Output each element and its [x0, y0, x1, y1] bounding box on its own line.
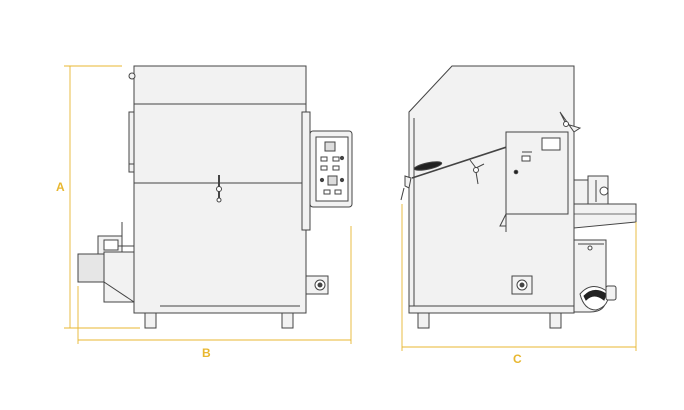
side-view [400, 65, 637, 329]
control-panel [309, 130, 353, 208]
panel-button [320, 156, 328, 162]
outlet-flange [573, 175, 609, 207]
front-foot-right [281, 312, 294, 329]
dimension-label-a: A [56, 180, 65, 194]
dimension-b [77, 226, 352, 344]
panel-light [339, 177, 345, 183]
panel-button [334, 189, 342, 195]
lid-handle [559, 111, 582, 133]
link-rod [411, 141, 523, 179]
side-foot-left [417, 312, 430, 329]
dimension-a [64, 65, 140, 329]
right-side-bracket [301, 111, 311, 231]
rod-clamp [469, 159, 485, 185]
lower-fitting [511, 275, 533, 295]
dimension-c [401, 204, 637, 351]
panel-light [339, 155, 345, 161]
side-housing [408, 65, 575, 314]
panel-button [323, 189, 331, 195]
panel-button [320, 165, 328, 171]
electrical-box [499, 131, 569, 232]
box-label [541, 137, 561, 151]
dimension-label-b: B [202, 346, 211, 360]
panel-button [332, 165, 340, 171]
feed-slot [413, 161, 443, 171]
panel-light [319, 177, 325, 183]
box-indicator [513, 169, 519, 175]
door-handle [216, 175, 222, 203]
drain-fitting [305, 275, 329, 295]
top-knob [128, 72, 136, 80]
dimension-label-c: C [513, 352, 522, 366]
front-lever [400, 175, 412, 201]
collection-tank [573, 239, 617, 313]
display-screen [324, 141, 336, 152]
panel-button [332, 156, 340, 162]
left-attachment [77, 222, 135, 303]
discharge-chute [573, 203, 637, 229]
left-hinge-lower [128, 163, 135, 173]
front-foot-left [144, 312, 157, 329]
panel-switch [327, 175, 338, 186]
left-hinge-upper [128, 111, 135, 165]
front-view [77, 65, 353, 329]
side-foot-right [549, 312, 562, 329]
